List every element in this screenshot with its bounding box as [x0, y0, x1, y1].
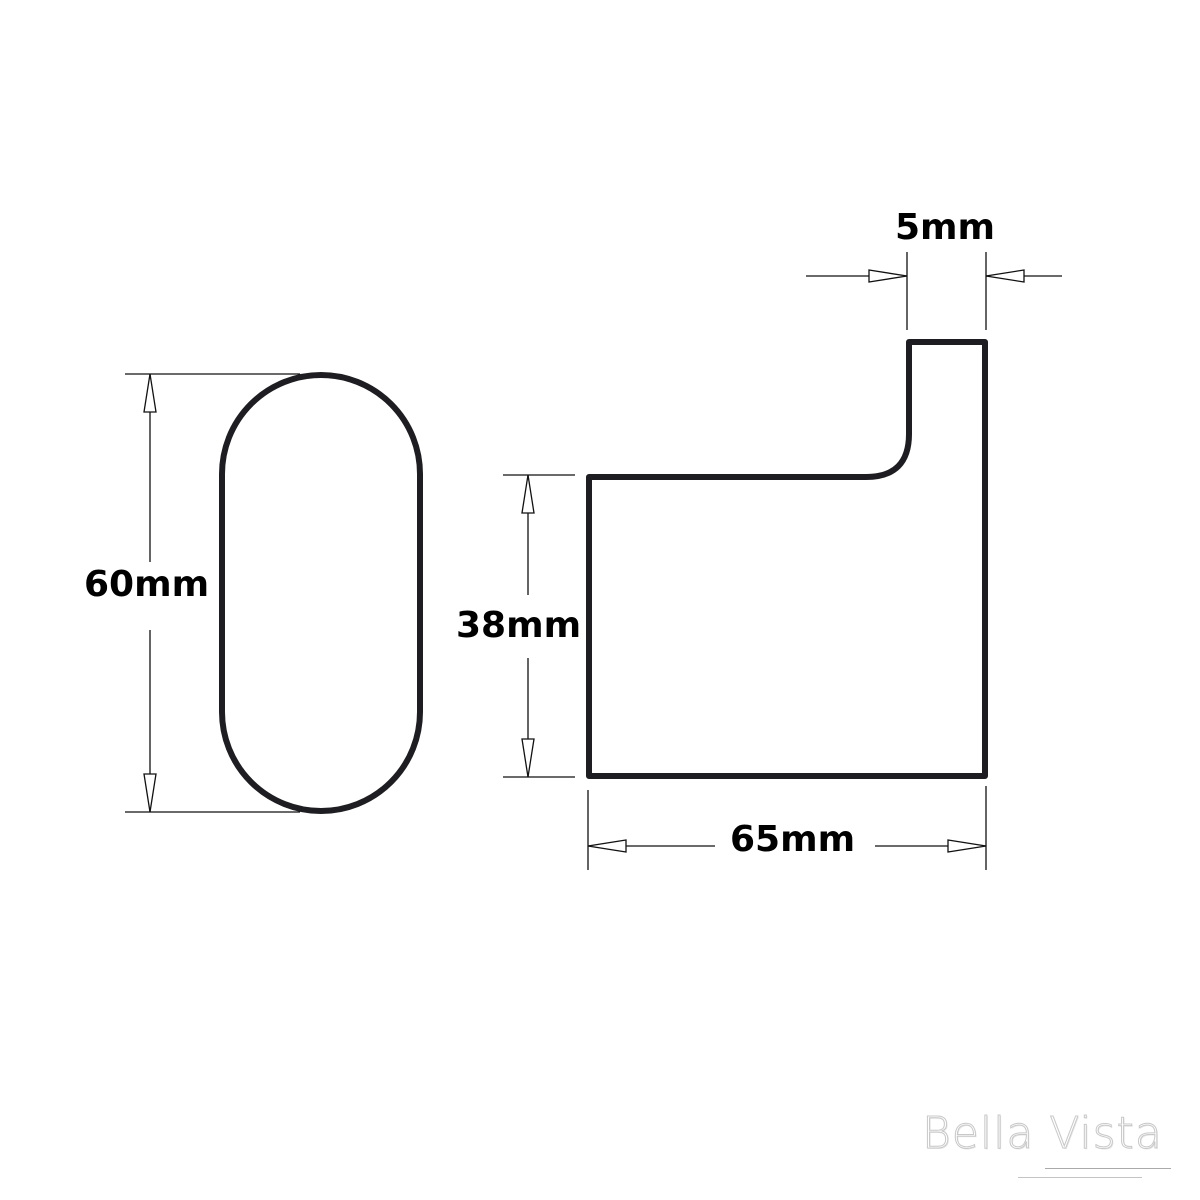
front-view [219, 372, 423, 814]
arrow-down-icon [521, 738, 535, 778]
side-view [586, 339, 988, 779]
dimension-5mm [806, 252, 1062, 330]
dimension-label-60mm: 60mm [84, 564, 210, 605]
brand-underline-top [1045, 1168, 1171, 1169]
arrow-up-icon [521, 474, 535, 514]
arrow-right-icon [868, 269, 908, 283]
dimension-label-5mm-text: 5mm [895, 207, 996, 248]
arrow-right-icon [947, 839, 987, 853]
dimension-label-38mm: 38mm [456, 605, 582, 646]
arrow-left-icon [587, 839, 627, 853]
arrow-down-icon [143, 773, 157, 813]
brand-underline-bottom [1018, 1177, 1142, 1178]
arrow-left-icon [985, 269, 1025, 283]
dimension-label-65mm: 65mm [730, 819, 856, 860]
dimension-60mm [125, 373, 300, 813]
side-view-outline [586, 339, 988, 779]
arrow-up-icon [143, 373, 157, 413]
dimension-38mm [503, 474, 575, 778]
front-view-outline [219, 372, 423, 814]
brand-logo: Bella Vista [922, 1108, 1163, 1159]
dimension-label-5mm: 5mm [895, 207, 996, 248]
dimension-65mm [587, 786, 987, 870]
